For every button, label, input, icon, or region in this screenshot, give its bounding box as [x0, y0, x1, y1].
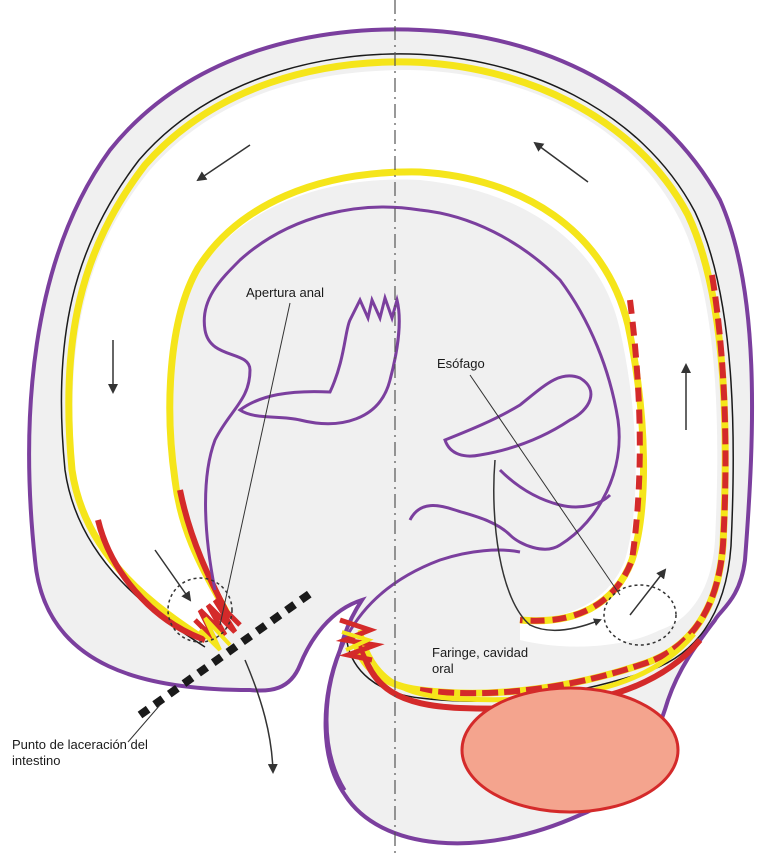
- label-punto-laceracion: Punto de laceración del intestino: [12, 737, 148, 769]
- label-esofago: Esófago: [437, 356, 485, 372]
- yolk-sac: [462, 688, 678, 812]
- label-punto-line2: intestino: [12, 753, 148, 769]
- label-punto-line1: Punto de laceración del: [12, 737, 148, 753]
- label-faringe-line2: oral: [432, 661, 528, 677]
- label-faringe-line1: Faringe, cavidad: [432, 645, 528, 661]
- label-apertura-anal: Apertura anal: [246, 285, 324, 301]
- label-faringe: Faringe, cavidad oral: [432, 645, 528, 677]
